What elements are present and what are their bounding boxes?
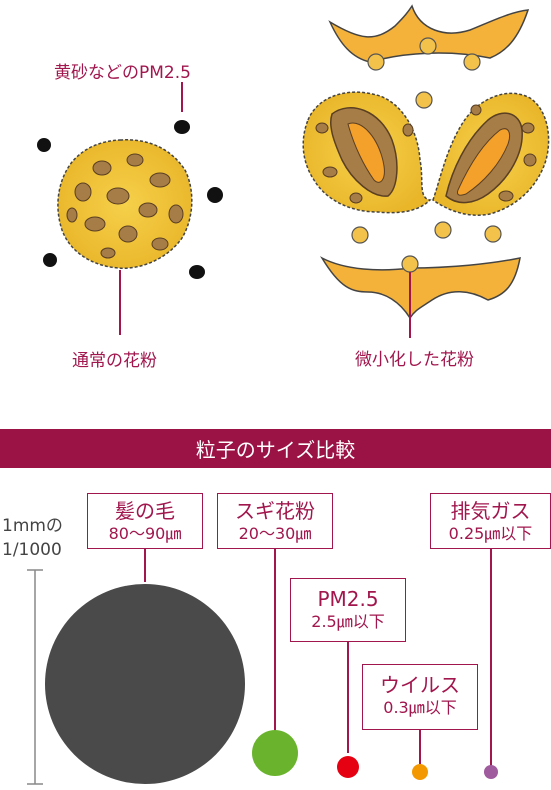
normal-pollen-label: 通常の花粉 (72, 351, 157, 371)
pm25-name: PM2.5 (317, 587, 379, 611)
pollen-illustration (37, 4, 550, 338)
burst-frame-bottom (319, 256, 521, 320)
normal-pollen-grain (57, 139, 193, 269)
burst-frame-top (328, 4, 530, 63)
virus-label-box: ウイルス 0.3㎛以下 (362, 664, 478, 730)
virus-circle (412, 764, 428, 780)
exhaust-gas-label-box: 排気ガス 0.25㎛以下 (430, 493, 551, 549)
exhaust-gas-circle (484, 765, 498, 779)
scale-label: 1mmの 1/1000 (2, 514, 63, 562)
fine-pollen-fragments (351, 37, 502, 273)
size-comparison-title: 粒子のサイズ比較 (195, 438, 356, 462)
exhaust-gas-name: 排気ガス (450, 499, 531, 523)
cedar-pollen-size: 20〜30㎛ (238, 524, 312, 543)
size-comparison-graphic (27, 549, 498, 785)
scale-label-line2: 1/1000 (2, 540, 62, 560)
virus-name: ウイルス (380, 673, 460, 697)
pm25-size: 2.5㎛以下 (311, 612, 385, 631)
hair-circle (45, 584, 245, 784)
yellow-sand-pm25-label: 黄砂などのPM2.5 (54, 63, 191, 83)
scale-label-line1: 1mmの (2, 516, 63, 536)
fine-pollen-label: 微小化した花粉 (355, 350, 474, 370)
hair-size: 80〜90㎛ (108, 524, 182, 543)
size-comparison-banner: 粒子のサイズ比較 (0, 429, 551, 468)
hair-label-box: 髪の毛 80〜90㎛ (87, 493, 203, 549)
cedar-pollen-label-box: スギ花粉 20〜30㎛ (217, 493, 333, 549)
pm25-label-box: PM2.5 2.5㎛以下 (290, 578, 406, 642)
hair-name: 髪の毛 (115, 499, 175, 523)
virus-size: 0.3㎛以下 (383, 698, 457, 717)
fractured-pollen (302, 91, 550, 216)
pm25-circle (337, 756, 359, 778)
cedar-pollen-circle (252, 730, 298, 776)
pm25-particles (37, 120, 223, 279)
exhaust-gas-size: 0.25㎛以下 (448, 524, 533, 543)
cedar-pollen-name: スギ花粉 (235, 499, 315, 523)
